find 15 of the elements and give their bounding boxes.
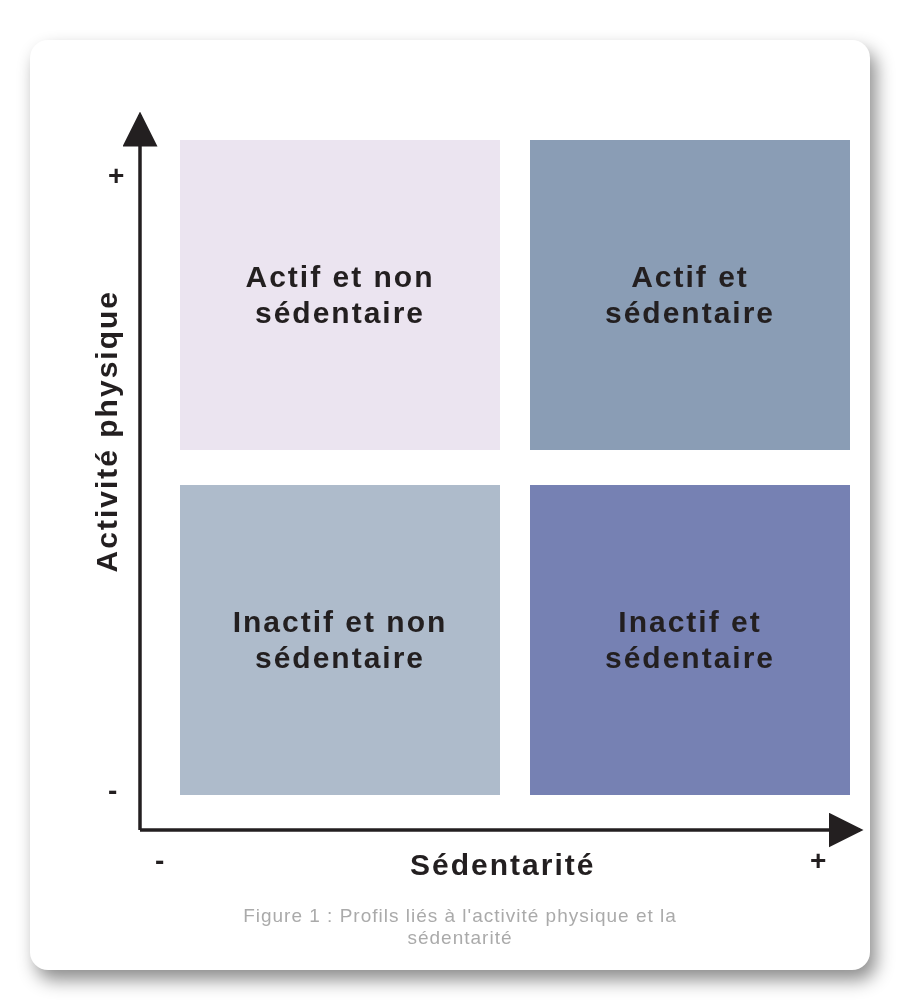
quadrant-label: Inactif et sédentaire [603,604,777,676]
quadrant-label: Actif et sédentaire [603,259,777,331]
axis-end-sign: + [108,160,125,192]
quadrant-box [530,140,850,450]
quadrant-label: Actif et non sédentaire [244,259,436,331]
quadrant-label: Inactif et non sédentaire [231,604,449,676]
axis-end-sign: - [155,845,165,877]
axis-end-sign: + [810,845,827,877]
quadrant-box [530,485,850,795]
axis-end-sign: - [108,775,118,807]
axis-title: Activité physique [90,290,124,573]
figure-caption: Figure 1 : Profils liés à l'activité physique et la sédentarité [242,905,678,949]
quadrant-box [180,485,500,795]
quadrant-box [180,140,500,450]
axis-title: Sédentarité [410,848,596,882]
